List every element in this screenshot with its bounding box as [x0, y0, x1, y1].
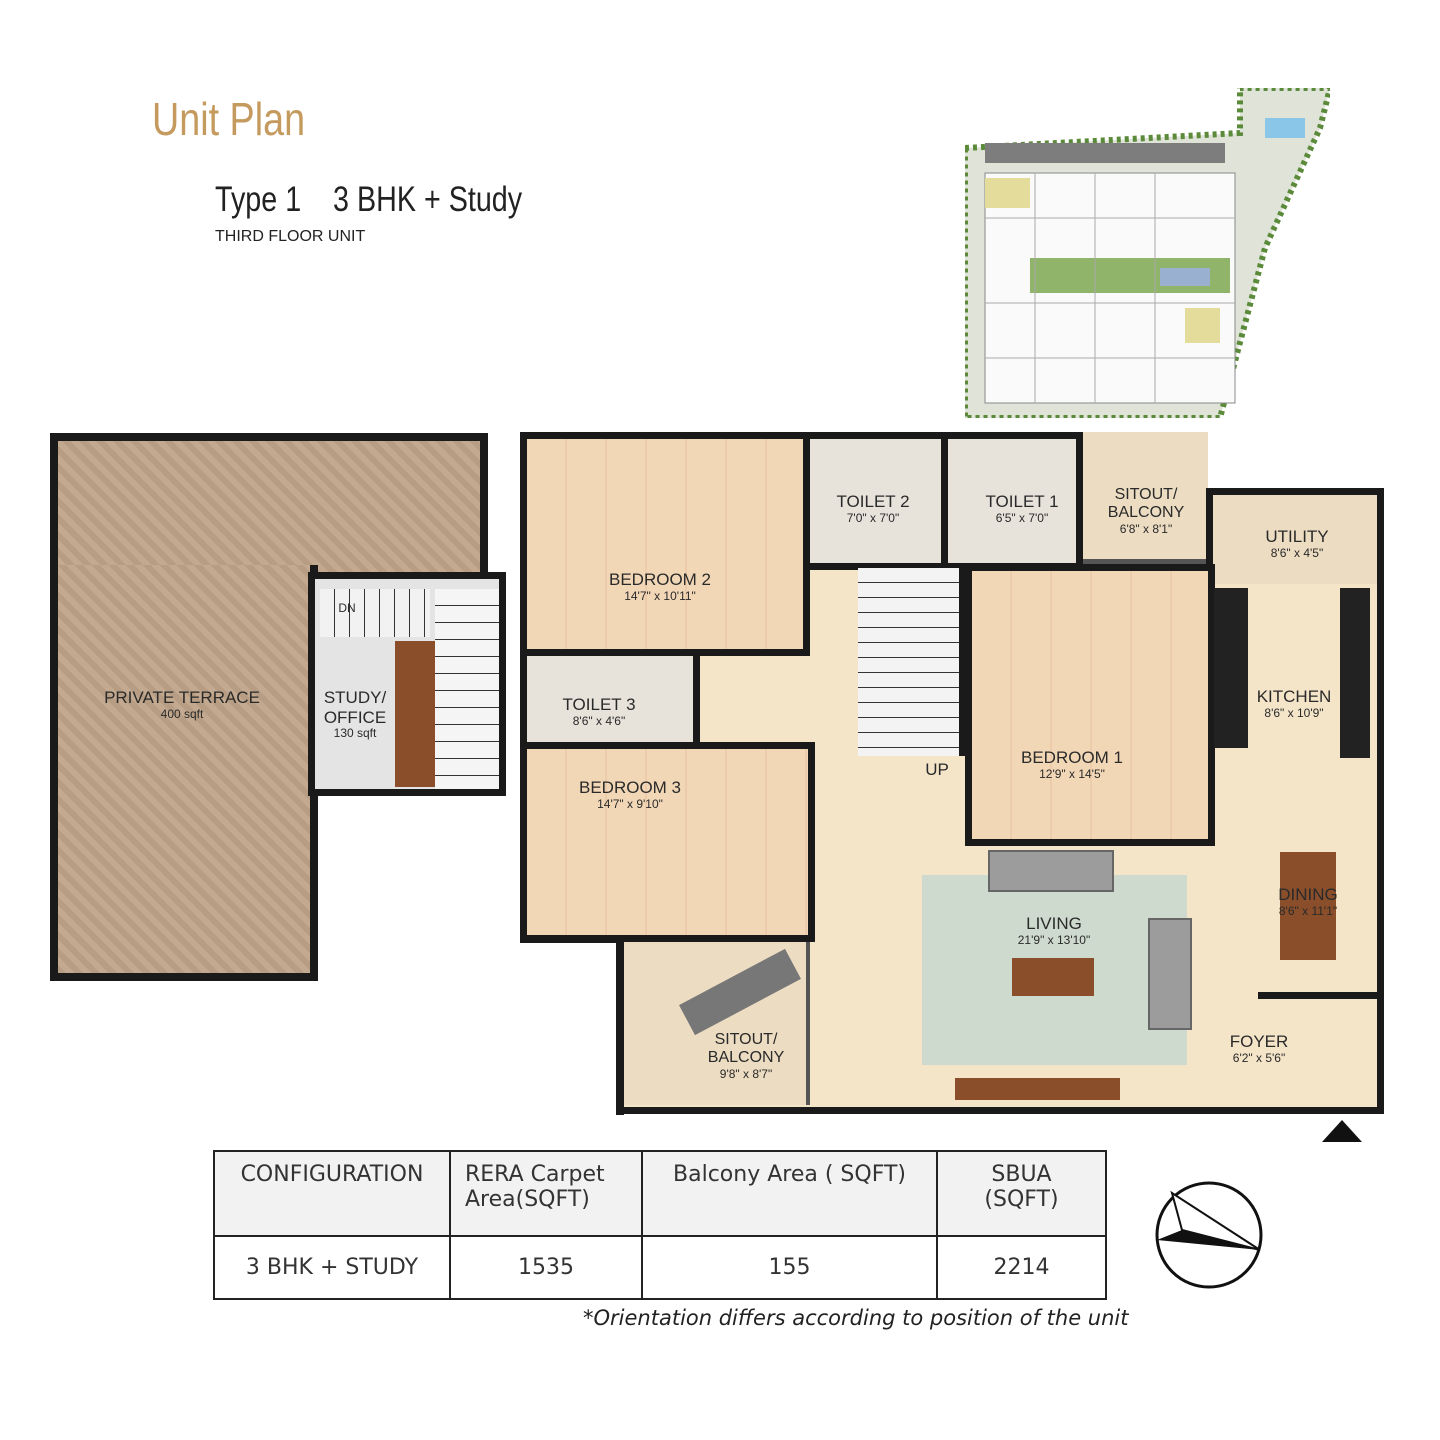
study-name-2: OFFICE [323, 707, 387, 727]
cell-rera-carpet: 1535 [449, 1235, 643, 1300]
room-name: DINING [1278, 885, 1338, 904]
kitchen-counter-2 [1340, 588, 1370, 758]
header-balcony-area: Balcony Area ( SQFT) [641, 1150, 938, 1237]
stair-dn-label: DN [338, 601, 356, 615]
wall [616, 935, 624, 1115]
private-terrace [50, 433, 488, 573]
study-size: 130 sqft [333, 726, 377, 741]
room-name: BEDROOM 1 [1020, 748, 1124, 767]
room-name: TOILET 2 [836, 492, 910, 511]
orientation-note: *Orientation differs according to positi… [583, 1306, 1129, 1330]
room-name: TOILET 3 [562, 695, 636, 714]
terrace-name: PRIVATE TERRACE [104, 688, 260, 707]
study-office [308, 572, 506, 796]
room-name: TOILET 1 [985, 492, 1059, 511]
private-terrace-lower [50, 565, 318, 981]
room-size: 6'5" x 7'0" [995, 510, 1049, 525]
outside-notch-bottom [520, 942, 623, 1117]
floor-label: THIRD FLOOR UNIT [215, 228, 366, 245]
study-name: STUDY/ [323, 688, 387, 707]
area-table: CONFIGURATION RERA Carpet Area(SQFT) Bal… [213, 1150, 1107, 1300]
stair-up-label: UP [925, 760, 949, 779]
room-size: 8'6" x 10'9" [1264, 705, 1324, 720]
room-name: KITCHEN [1256, 687, 1332, 706]
cell-configuration: 3 BHK + STUDY [213, 1235, 451, 1300]
room-name: LIVING [1026, 914, 1082, 933]
bedroom-3 [520, 742, 815, 942]
header-configuration: CONFIGURATION [213, 1150, 451, 1237]
cell-sbua: 2214 [936, 1235, 1107, 1300]
room-name: BEDROOM 3 [578, 778, 682, 797]
utility [1206, 488, 1384, 584]
room-size: 8'6" x 11'1" [1278, 903, 1338, 918]
room-name: SITOUT/ [714, 1031, 778, 1048]
side-sofa [1148, 918, 1192, 1030]
room-name: UTILITY [1265, 527, 1329, 546]
room-size: 9'8" x 8'7" [719, 1066, 773, 1081]
sofa [988, 850, 1114, 892]
room-name: BEDROOM 2 [608, 570, 712, 589]
dining-table [1280, 852, 1336, 960]
study-staircase [435, 589, 499, 789]
header-sbua: SBUA (SQFT) [936, 1150, 1107, 1237]
tv-unit [955, 1078, 1120, 1100]
room-size: 6'8" x 8'1" [1119, 521, 1173, 536]
room-size: 6'2" x 5'6" [1232, 1050, 1286, 1065]
kitchen-counter [1214, 588, 1248, 748]
room-size: 14'7" x 9'10" [597, 796, 663, 811]
room-size: 8'6" x 4'6" [572, 713, 626, 728]
terrace-size: 400 sqft [160, 706, 204, 721]
cell-balcony-area: 155 [641, 1235, 938, 1300]
compass-icon [1155, 1181, 1263, 1289]
page-title: Unit Plan [152, 93, 306, 145]
toilet-2 [803, 432, 948, 570]
sitout-1 [1083, 432, 1208, 564]
study-stair-landing [320, 589, 430, 637]
entry-triangle-icon [1322, 1120, 1362, 1142]
room-name-2: BALCONY [1107, 504, 1185, 522]
table-row: 3 BHK + STUDY 1535 155 2214 [213, 1235, 1107, 1300]
table-header-row: CONFIGURATION RERA Carpet Area(SQFT) Bal… [213, 1150, 1107, 1237]
header-rera-carpet: RERA Carpet Area(SQFT) [449, 1150, 643, 1237]
room-name: SITOUT/ [1114, 486, 1178, 503]
room-name-2: BALCONY [707, 1049, 785, 1067]
bedroom-2 [520, 432, 810, 656]
room-size: 7'0" x 7'0" [846, 510, 900, 525]
room-size: 12'9" x 14'5" [1039, 766, 1105, 781]
study-desk [395, 641, 435, 787]
unit-type: Type 1 3 BHK + Study [215, 180, 523, 219]
room-size: 8'6" x 4'5" [1270, 545, 1324, 560]
room-size: 14'7" x 10'11" [624, 588, 696, 603]
site-plan-thumbnail [965, 88, 1330, 418]
staircase [858, 568, 966, 756]
coffee-table [1012, 958, 1094, 996]
wall [1258, 992, 1378, 999]
bedroom-1 [965, 564, 1215, 846]
room-size: 21'9" x 13'10" [1017, 932, 1091, 947]
room-name: FOYER [1229, 1032, 1289, 1051]
